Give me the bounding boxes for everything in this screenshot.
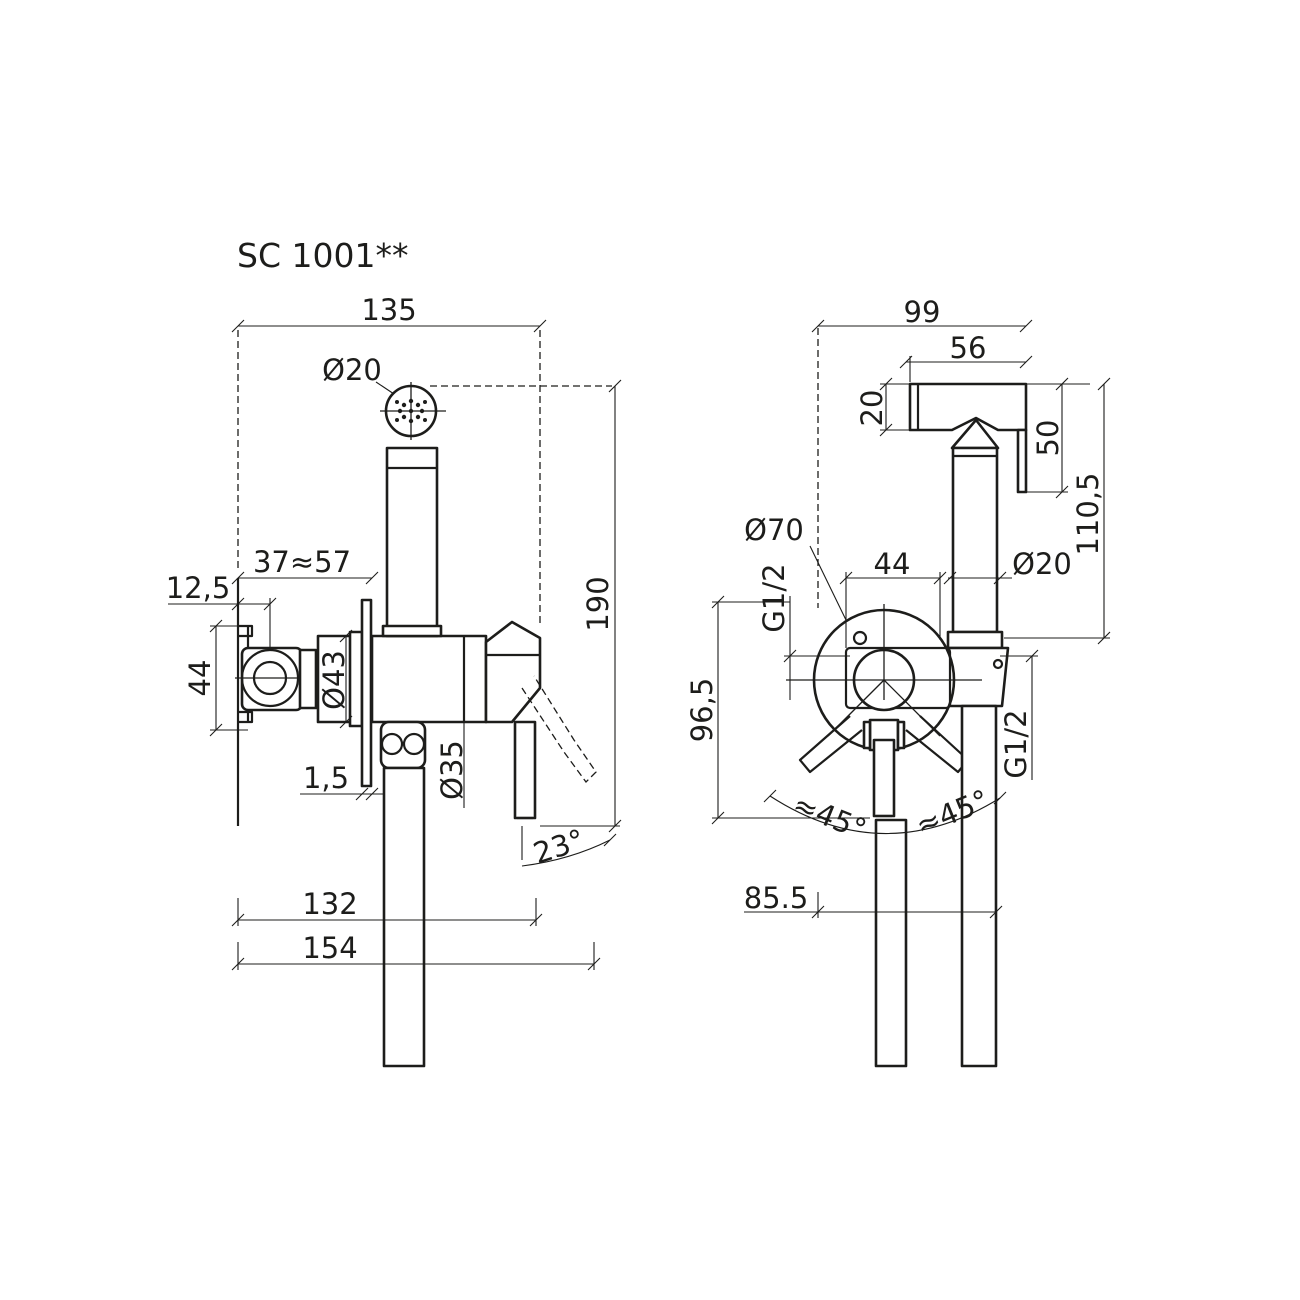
angle-left: ≈45° [788,787,871,847]
dim-body-diameter: Ø43 [317,650,351,710]
shower-head [908,382,1028,432]
side-view: 135 Ø20 190 37≈57 12,5 44 Ø43 [166,293,622,1068]
dim-rosette-diameter: Ø70 [744,513,804,547]
dim-plate-thickness: 1,5 [303,761,349,795]
dim-56: 56 [950,331,987,365]
dim-hose-offset: 85.5 [744,881,809,915]
dim-depth-range: 37≈57 [253,545,351,579]
dim-132: 132 [302,887,357,921]
thread-left: G1/2 [757,563,791,632]
dim-shower-diameter: Ø20 [322,353,382,387]
dim-190: 190 [581,576,615,631]
product-code-title: SC 1001** [237,236,408,275]
dim-inlet-spacing: 44 [874,547,911,581]
dim-lever-angle: 23° [529,822,588,870]
dim-holder-height: 110,5 [1071,472,1105,555]
dim-plate-offset: 12,5 [166,571,231,605]
dim-head-height: 20 [855,390,889,427]
dim-lever-diameter: Ø35 [435,740,469,800]
dim-center-height: 96,5 [685,678,719,743]
dim-99: 99 [904,295,941,329]
dim-box-height: 44 [183,660,217,697]
nozzle-holes-icon [395,398,427,424]
thread-right: G1/2 [999,709,1033,778]
dim-head-length: 50 [1031,420,1065,457]
dim-154: 154 [302,931,357,965]
dim-hose-diameter: Ø20 [1012,547,1072,581]
dim-135: 135 [361,293,416,327]
front-view: 99 56 20 50 110,5 Ø70 [685,295,1111,1068]
